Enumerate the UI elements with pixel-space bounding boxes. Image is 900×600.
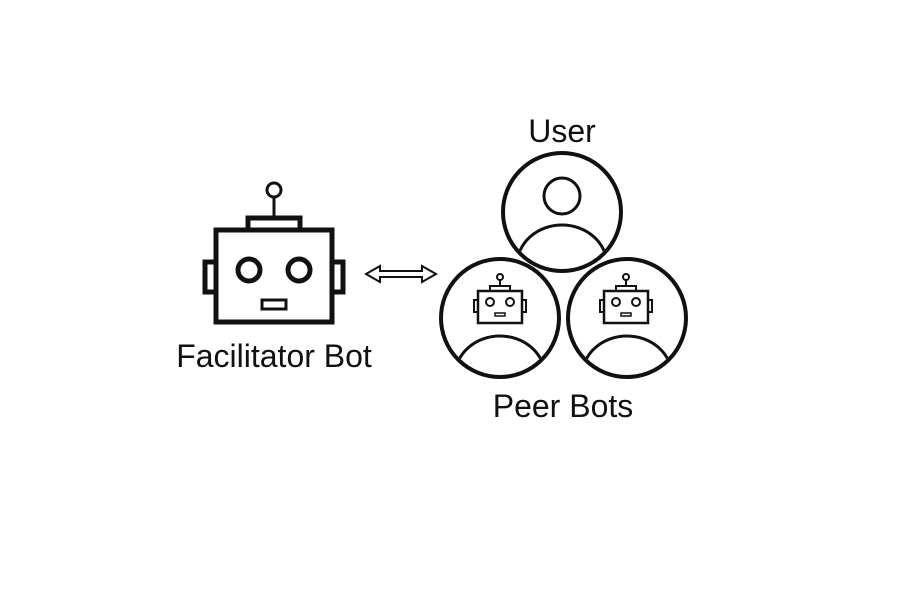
peer-bot-1-circle (439, 257, 561, 379)
robot-mouth (260, 298, 288, 311)
robot-right-eye (285, 256, 313, 284)
facilitator-bot-label: Facilitator Bot (176, 338, 372, 374)
facilitator-robot-icon (202, 181, 346, 325)
robot-left-ear (202, 259, 219, 295)
robot-right-ear (329, 259, 346, 295)
peer-bot-2-circle (566, 257, 688, 379)
user-head (542, 176, 582, 216)
peer-bot-avatar-icon (439, 257, 561, 379)
robot-antenna-ball (265, 181, 283, 199)
peer-bot-1-robot-icon (473, 273, 527, 325)
peer-bot-2-robot-icon (599, 273, 653, 325)
user-circle (501, 151, 623, 273)
robot-left-eye (235, 256, 263, 284)
peer-bot-2-shoulders (580, 334, 674, 375)
peer-bot-avatar-icon (566, 257, 688, 379)
user-label: User (528, 113, 596, 149)
peer-bots-label: Peer Bots (493, 388, 634, 424)
peer-bot-1-shoulders (453, 334, 547, 375)
double-arrow-icon (363, 264, 439, 284)
